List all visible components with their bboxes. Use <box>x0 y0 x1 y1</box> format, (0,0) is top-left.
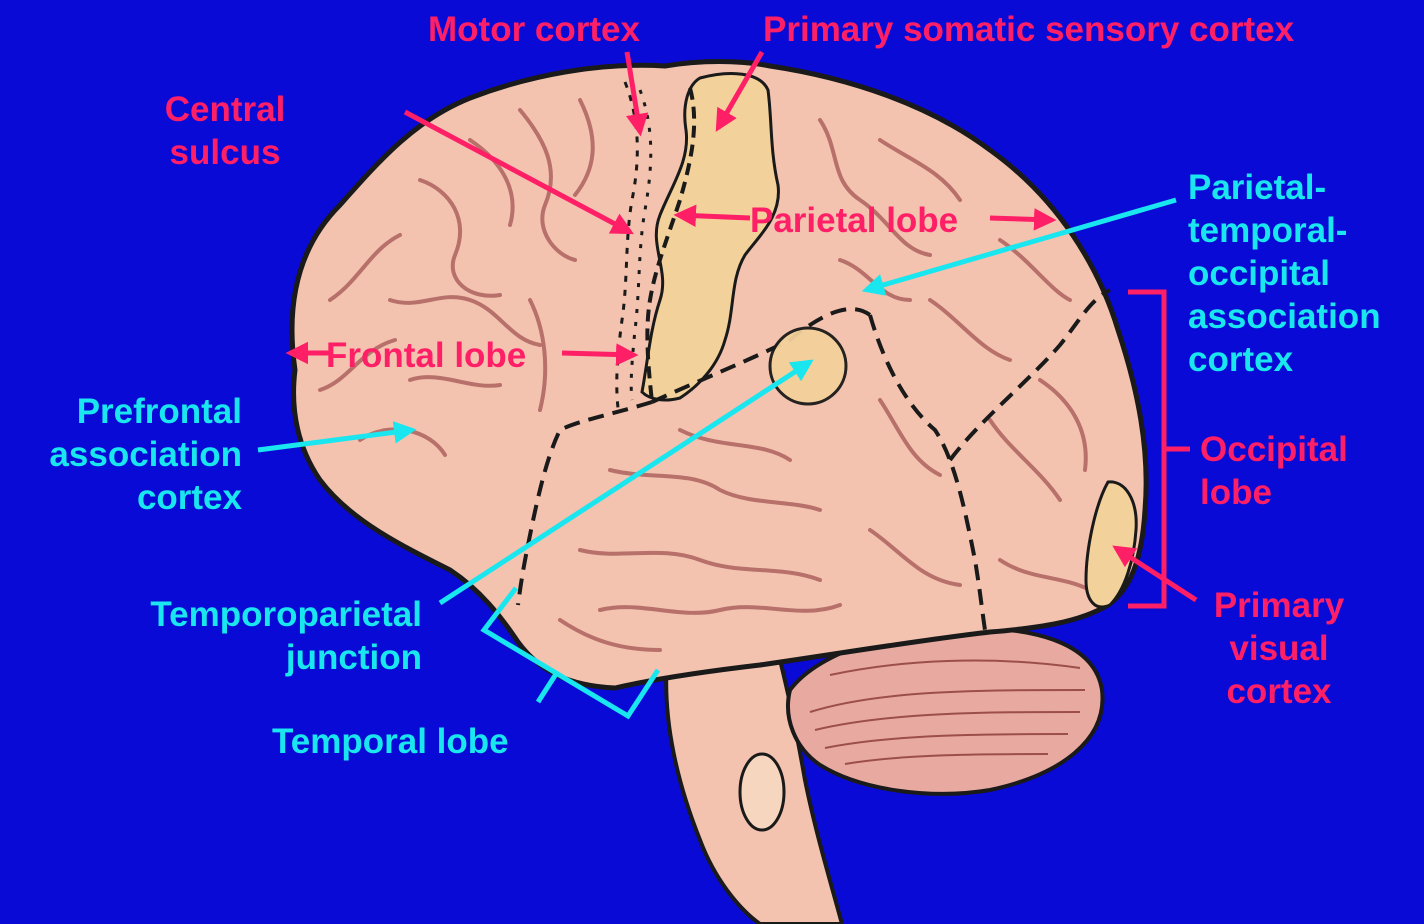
primary-somatic-sensory-cortex-label: Primary somatic sensory cortex <box>763 8 1294 51</box>
frontal-lobe-label: Frontal lobe <box>326 334 526 377</box>
parietal-lobe-label: Parietal lobe <box>750 199 958 242</box>
ptoa-line-2: temporal- <box>1188 209 1381 252</box>
primary-visual-cortex-label: Primary visual cortex <box>1186 584 1372 713</box>
ptoa-line-5: cortex <box>1188 338 1381 381</box>
ptoa-line-3: occipital <box>1188 252 1381 295</box>
ptoa-cortex-label: Parietal- temporal- occipital associatio… <box>1188 166 1381 381</box>
ptoa-line-4: association <box>1188 295 1381 338</box>
temporoparietal-line-2: junction <box>80 636 422 679</box>
prefrontal-association-cortex-label: Prefrontal association cortex <box>10 390 242 519</box>
temporal-lobe-label: Temporal lobe <box>272 720 509 763</box>
parietal-lobe-arrow-right <box>990 218 1052 220</box>
parietal-lobe-arrow-left <box>678 215 750 218</box>
brain-stem-highlight <box>740 754 784 830</box>
temporoparietal-junction-label: Temporoparietal junction <box>80 593 422 679</box>
primary-visual-line-1: Primary <box>1186 584 1372 627</box>
occipital-line-1: Occipital <box>1200 428 1348 471</box>
motor-cortex-label: Motor cortex <box>428 8 640 51</box>
primary-visual-line-2: visual <box>1186 627 1372 670</box>
primary-visual-line-3: cortex <box>1186 670 1372 713</box>
central-sulcus-line-1: Central <box>150 88 300 131</box>
central-sulcus-line-2: sulcus <box>150 131 300 174</box>
frontal-lobe-arrow-right <box>562 353 634 355</box>
central-sulcus-label: Central sulcus <box>150 88 300 174</box>
prefrontal-line-3: cortex <box>10 476 242 519</box>
occipital-line-2: lobe <box>1200 471 1348 514</box>
occipital-lobe-label: Occipital lobe <box>1200 428 1348 514</box>
ptoa-line-1: Parietal- <box>1188 166 1381 209</box>
prefrontal-line-1: Prefrontal <box>10 390 242 433</box>
temporoparietal-line-1: Temporoparietal <box>80 593 422 636</box>
prefrontal-line-2: association <box>10 433 242 476</box>
